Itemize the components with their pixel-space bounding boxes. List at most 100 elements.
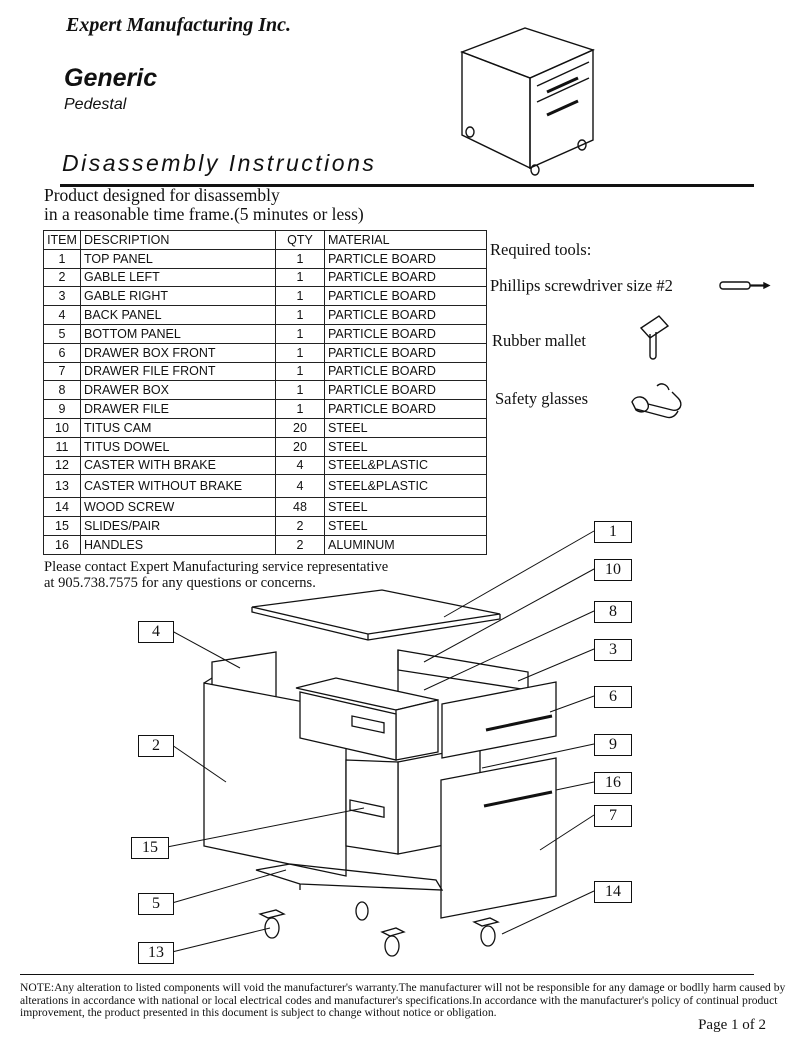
qty-cell: 1 bbox=[275, 342, 325, 363]
description-cell: WOOD SCREW bbox=[80, 497, 276, 518]
mallet-icon bbox=[639, 315, 670, 360]
description-cell: DRAWER FILE FRONT bbox=[80, 361, 276, 382]
description-cell: DRAWER FILE bbox=[80, 399, 276, 419]
item-cell: 16 bbox=[43, 534, 81, 555]
item-cell: 8 bbox=[43, 380, 81, 401]
description-cell: TITUS DOWEL bbox=[80, 436, 276, 457]
tool-glasses-label: Safety glasses bbox=[495, 389, 589, 408]
item-cell: 15 bbox=[43, 516, 81, 536]
qty-cell: 1 bbox=[275, 323, 325, 344]
qty-cell: 1 bbox=[275, 267, 325, 288]
drawer-file-front-drawing bbox=[440, 757, 557, 919]
item-cell: 6 bbox=[43, 342, 81, 363]
table-header-row: ITEM DESCRIPTION QTY MATERIAL bbox=[43, 230, 487, 250]
header-qty: QTY bbox=[275, 230, 325, 250]
callout-2: 2 bbox=[138, 735, 174, 757]
item-cell: 13 bbox=[43, 474, 81, 499]
item-cell: 5 bbox=[43, 323, 81, 344]
qty-cell: 4 bbox=[275, 474, 325, 499]
item-cell: 1 bbox=[43, 248, 81, 269]
description-cell: GABLE RIGHT bbox=[80, 286, 276, 307]
qty-cell: 1 bbox=[275, 286, 325, 307]
intro-line-2: in a reasonable time frame.(5 minutes or… bbox=[44, 204, 364, 224]
material-cell: PARTICLE BOARD bbox=[324, 380, 487, 401]
description-cell: CASTER WITHOUT BRAKE bbox=[80, 474, 276, 499]
qty-cell: 48 bbox=[275, 497, 325, 518]
screwdriver-icon bbox=[719, 281, 771, 290]
qty-cell: 20 bbox=[275, 436, 325, 457]
contact-line-1: Please contact Expert Manufacturing serv… bbox=[44, 559, 389, 575]
qty-cell: 1 bbox=[275, 380, 325, 401]
material-cell: PARTICLE BOARD bbox=[324, 323, 487, 344]
casters-drawing bbox=[258, 901, 500, 957]
material-cell: STEEL bbox=[324, 497, 487, 518]
intro-line-1: Product designed for disassembly bbox=[44, 185, 280, 205]
product-name: Generic bbox=[64, 64, 158, 92]
footer-note: NOTE:Any alteration to listed components… bbox=[20, 981, 786, 1019]
qty-cell: 1 bbox=[275, 361, 325, 382]
callout-1: 1 bbox=[594, 521, 632, 543]
description-cell: TITUS CAM bbox=[80, 417, 276, 438]
callout-leader-lines bbox=[166, 530, 595, 953]
qty-cell: 2 bbox=[275, 516, 325, 536]
qty-cell: 1 bbox=[275, 248, 325, 269]
material-cell: PARTICLE BOARD bbox=[324, 286, 487, 307]
contact-line-2: at 905.738.7575 for any questions or con… bbox=[44, 574, 316, 591]
footer-divider bbox=[20, 974, 754, 975]
description-cell: SLIDES/PAIR bbox=[80, 516, 276, 536]
callout-4: 4 bbox=[138, 621, 174, 643]
callout-6: 6 bbox=[594, 686, 632, 708]
header-description: DESCRIPTION bbox=[80, 230, 276, 250]
document-title: Disassembly Instructions bbox=[62, 150, 377, 176]
qty-cell: 2 bbox=[275, 534, 325, 555]
material-cell: PARTICLE BOARD bbox=[324, 399, 487, 419]
callout-10: 10 bbox=[594, 559, 632, 581]
callout-13: 13 bbox=[138, 942, 174, 964]
tool-screwdriver-label: Phillips screwdriver size #2 bbox=[490, 276, 673, 295]
title-divider bbox=[60, 184, 754, 187]
description-cell: HANDLES bbox=[80, 534, 276, 555]
description-cell: BOTTOM PANEL bbox=[80, 323, 276, 344]
header-item: ITEM bbox=[43, 230, 81, 250]
description-cell: DRAWER BOX bbox=[80, 380, 276, 401]
material-cell: STEEL bbox=[324, 436, 487, 457]
callout-16: 16 bbox=[594, 772, 632, 794]
description-cell: DRAWER BOX FRONT bbox=[80, 342, 276, 363]
item-cell: 3 bbox=[43, 286, 81, 307]
safety-glasses-icon bbox=[631, 383, 682, 419]
product-type: Pedestal bbox=[64, 96, 127, 113]
page-number: Page 1 of 2 bbox=[698, 1017, 766, 1033]
drawer-box-drawing bbox=[295, 677, 439, 761]
qty-cell: 1 bbox=[275, 399, 325, 419]
bottom-panel-drawing bbox=[255, 863, 444, 891]
gable-left-drawing bbox=[203, 677, 353, 877]
item-cell: 9 bbox=[43, 399, 81, 419]
callout-7: 7 bbox=[594, 805, 632, 827]
material-cell: STEEL&PLASTIC bbox=[324, 474, 487, 499]
description-cell: CASTER WITH BRAKE bbox=[80, 455, 276, 476]
material-cell: PARTICLE BOARD bbox=[324, 248, 487, 269]
item-cell: 4 bbox=[43, 305, 81, 325]
qty-cell: 1 bbox=[275, 305, 325, 325]
item-cell: 11 bbox=[43, 436, 81, 457]
company-name: Expert Manufacturing Inc. bbox=[66, 14, 292, 36]
callout-15: 15 bbox=[131, 837, 169, 859]
item-cell: 7 bbox=[43, 361, 81, 382]
qty-cell: 4 bbox=[275, 455, 325, 476]
tools-heading: Required tools: bbox=[490, 240, 592, 259]
item-cell: 2 bbox=[43, 267, 81, 288]
item-cell: 12 bbox=[43, 455, 81, 476]
top-panel-drawing bbox=[251, 589, 501, 641]
contact-text: Please contact Expert Manufacturing serv… bbox=[44, 559, 389, 591]
back-panel-drawing bbox=[211, 649, 529, 760]
